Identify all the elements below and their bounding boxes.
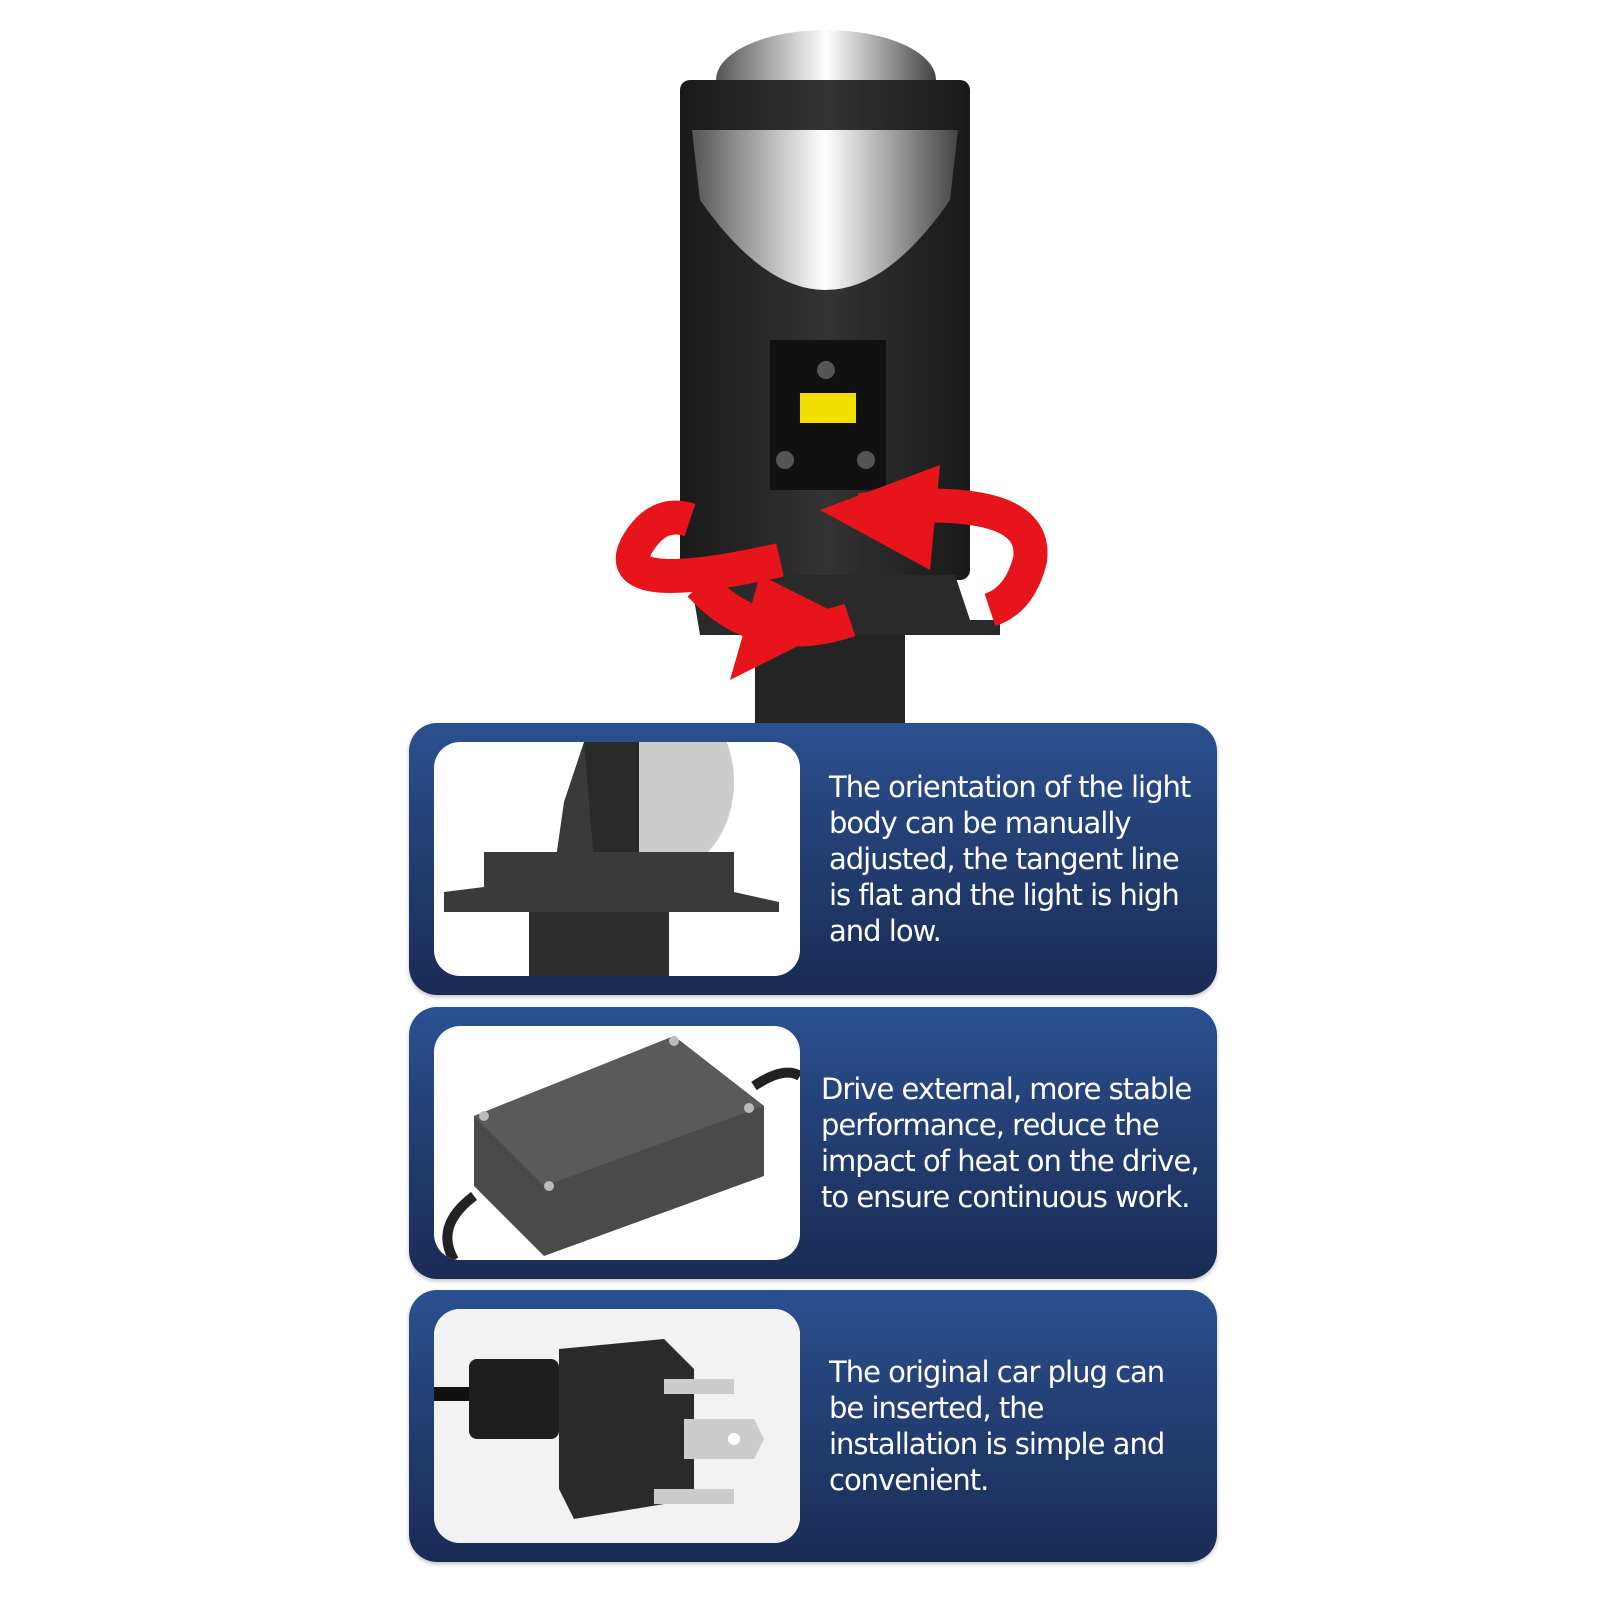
feature-text: Drive external, more stable performance,… xyxy=(821,1072,1200,1214)
feature-text: The orientation of the light body can be… xyxy=(829,770,1191,948)
driver-box-photo xyxy=(434,1026,800,1260)
bulb-base-photo xyxy=(434,742,800,976)
feature-text: The original car plug can be inserted, t… xyxy=(829,1355,1165,1497)
feature-panel-driver: Drive external, more stable performance,… xyxy=(409,1007,1217,1279)
headlight-bulb-illustration xyxy=(0,0,1600,725)
feature-panel-adjustment: The orientation of the light body can be… xyxy=(409,723,1217,995)
led-chip xyxy=(800,393,856,423)
car-plug-photo xyxy=(434,1309,800,1543)
feature-panel-plug: The original car plug can be inserted, t… xyxy=(409,1290,1217,1562)
